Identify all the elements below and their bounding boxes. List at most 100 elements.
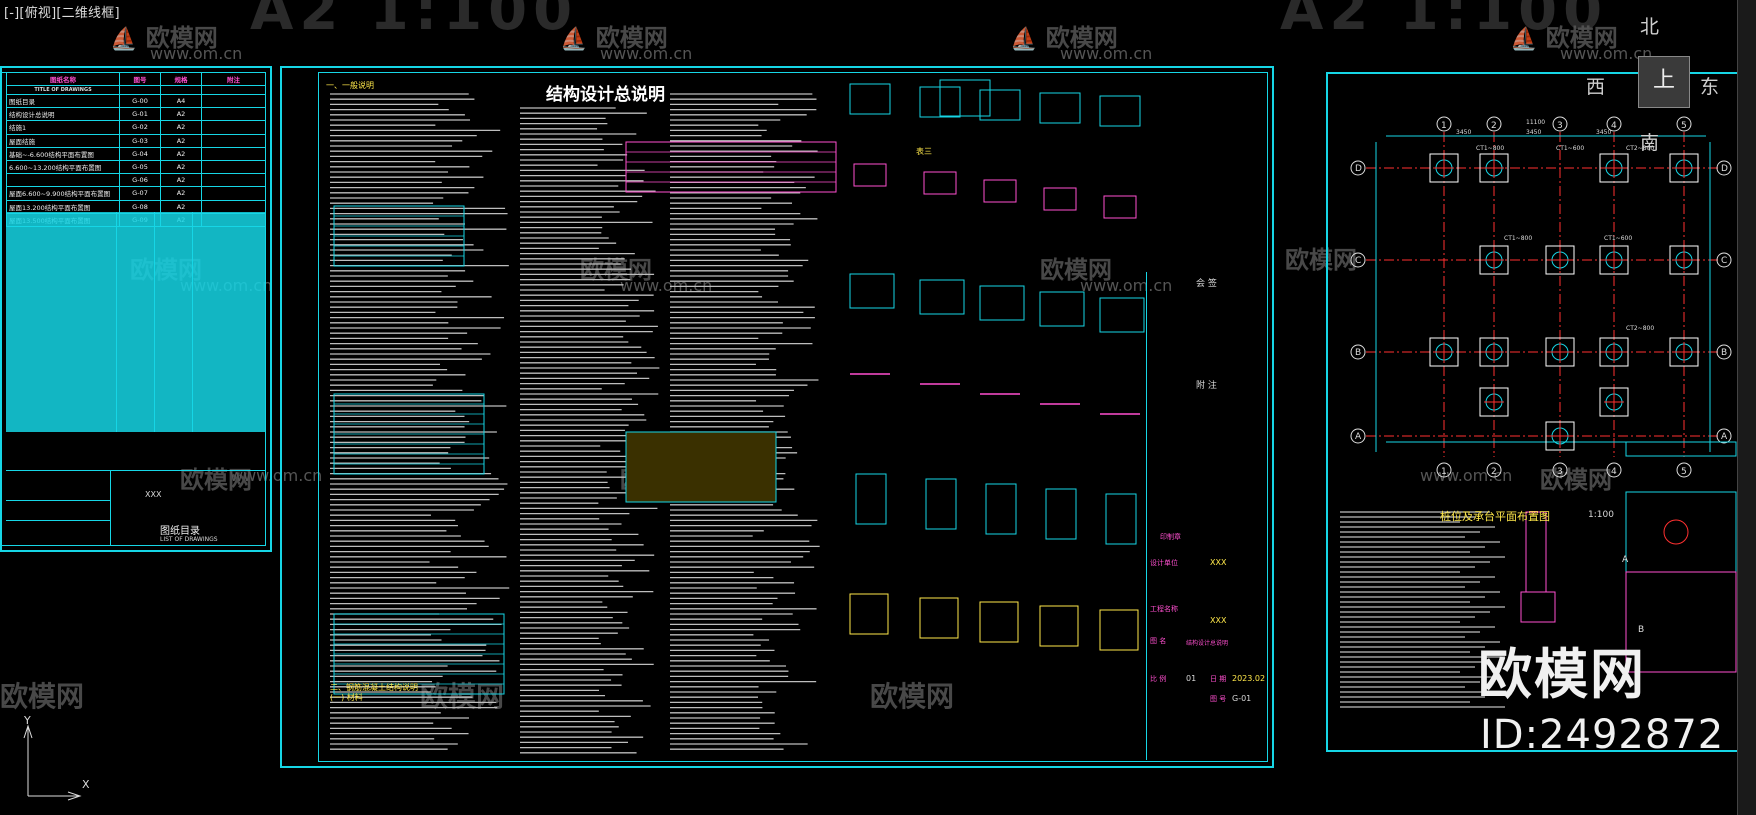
index-cell xyxy=(201,146,266,161)
watermark-url: www.om.cn xyxy=(1080,276,1173,295)
foundation-plan-title: 桩位及承台平面布置图 xyxy=(1440,510,1550,523)
section-mark: A xyxy=(1622,555,1629,565)
index-cell xyxy=(201,120,266,135)
index-col-lines xyxy=(116,212,117,432)
pile-cap xyxy=(1429,337,1459,367)
cad-rect xyxy=(919,279,965,315)
cad-rect xyxy=(979,89,1021,121)
pile-cap xyxy=(1545,421,1575,451)
index-cell: G-07 xyxy=(119,186,161,201)
index-footer-xxx: XXX xyxy=(145,490,162,499)
cad-rect xyxy=(925,478,957,530)
axis-label: 4 xyxy=(1611,467,1617,477)
axis-label: 5 xyxy=(1681,467,1687,477)
cad-rect xyxy=(923,171,957,195)
watermark-id: ID:2492872 xyxy=(1480,712,1725,758)
cad-rect xyxy=(1039,92,1081,124)
index-footer-divider xyxy=(6,520,110,521)
cad-rect xyxy=(849,593,889,635)
index-cell: 基础~-6.600结构平面布置图 xyxy=(6,146,120,161)
watermark-logo: ⛵ 欧模网 xyxy=(110,24,218,52)
index-cell: 结构设计总说明 xyxy=(6,107,120,122)
index-header: 规格 xyxy=(160,72,202,86)
cad-rect xyxy=(919,597,959,639)
index-cell xyxy=(6,173,120,188)
pile-cap xyxy=(1669,337,1699,367)
axis-label: A xyxy=(1355,432,1362,442)
notes-drawing-svg xyxy=(330,79,1145,754)
compass-south: 南 xyxy=(1640,132,1660,154)
axis-label: 3 xyxy=(1557,467,1563,477)
watermark-logo: 欧模网 xyxy=(870,680,955,713)
viewport-label[interactable]: [-][俯视][二维线框] xyxy=(4,6,120,21)
pile-cap xyxy=(1599,387,1629,417)
sheet-inner-frame-notes xyxy=(318,72,1268,762)
index-cell: G-01 xyxy=(119,107,161,122)
watermark-logo: ⛵ 欧模网 xyxy=(1010,24,1118,52)
cad-rect xyxy=(849,83,891,115)
axis-bubble xyxy=(1606,116,1622,132)
axis-bubble xyxy=(1436,462,1452,478)
axis-bubble xyxy=(1486,116,1502,132)
vertical-scrollbar[interactable] xyxy=(1737,0,1756,815)
index-empty-grid xyxy=(6,212,266,432)
pile-cap xyxy=(1669,153,1699,183)
index-header-sub xyxy=(160,85,202,95)
pile-cap xyxy=(1599,153,1629,183)
index-col-lines xyxy=(192,212,193,432)
viewcube-top-face[interactable]: 上 xyxy=(1638,56,1690,108)
axis-label: C xyxy=(1355,256,1361,266)
axis-bubble xyxy=(1350,428,1366,444)
axis-label: 5 xyxy=(1681,121,1687,131)
index-header-sub: TITLE OF DRAWINGS xyxy=(6,85,120,95)
title-design-unit-label: 设计单位 xyxy=(1150,559,1178,567)
axis-label: 4 xyxy=(1611,121,1617,131)
pile-cap xyxy=(1479,337,1509,367)
legend-table xyxy=(1625,441,1737,457)
axis-bubble xyxy=(1676,116,1692,132)
dimension-text: 3450 xyxy=(1526,129,1541,136)
index-cell: A2 xyxy=(160,107,202,122)
index-cell: A2 xyxy=(160,173,202,188)
index-cell: A2 xyxy=(160,146,202,161)
section-detail xyxy=(1625,491,1737,573)
cad-rect xyxy=(1045,488,1077,540)
title-sheet-label: 图 号 xyxy=(1210,695,1227,703)
cad-rect xyxy=(1039,291,1085,327)
title-drawing-name: 结构设计总说明 xyxy=(1186,640,1229,647)
index-cell: G-05 xyxy=(119,159,161,175)
axis-bubble xyxy=(1436,116,1452,132)
pile-cap-label: CT2~800 xyxy=(1626,325,1654,332)
section-mark: B xyxy=(1638,625,1644,635)
title-drawing-label: 图 名 xyxy=(1150,637,1167,645)
index-cell: G-03 xyxy=(119,133,161,148)
cad-rect xyxy=(1103,195,1137,219)
axis-bubble xyxy=(1486,462,1502,478)
index-footer-block xyxy=(6,470,266,547)
axis-bubble xyxy=(1350,344,1366,360)
sheet-ghost-title-right: A2 1:100 xyxy=(1280,0,1609,43)
cad-rect xyxy=(1099,609,1139,651)
cad-rect xyxy=(849,273,895,309)
index-cell xyxy=(201,133,266,148)
section-detail xyxy=(1520,591,1556,623)
section-detail xyxy=(1663,519,1689,545)
pile-cap xyxy=(1429,153,1459,183)
notes-heading-3: (一) 材料 xyxy=(330,693,363,702)
watermark-url: www.om.cn xyxy=(1420,466,1513,485)
svg-text:X: X xyxy=(82,778,90,791)
index-cell: 6.600~13.200结构平面布置图 xyxy=(6,159,120,175)
index-cell: G-00 xyxy=(119,93,161,109)
index-header: 图号 xyxy=(119,72,161,86)
axis-bubble xyxy=(1716,160,1732,176)
index-cell xyxy=(201,173,266,188)
cad-rect xyxy=(1105,493,1137,545)
dimension-text: 11100 xyxy=(1526,119,1545,126)
title-block-stamp: 印制章 xyxy=(1160,533,1181,541)
index-cell: A2 xyxy=(160,159,202,175)
axis-bubble xyxy=(1716,428,1732,444)
title-project-label: 工程名称 xyxy=(1150,605,1178,613)
